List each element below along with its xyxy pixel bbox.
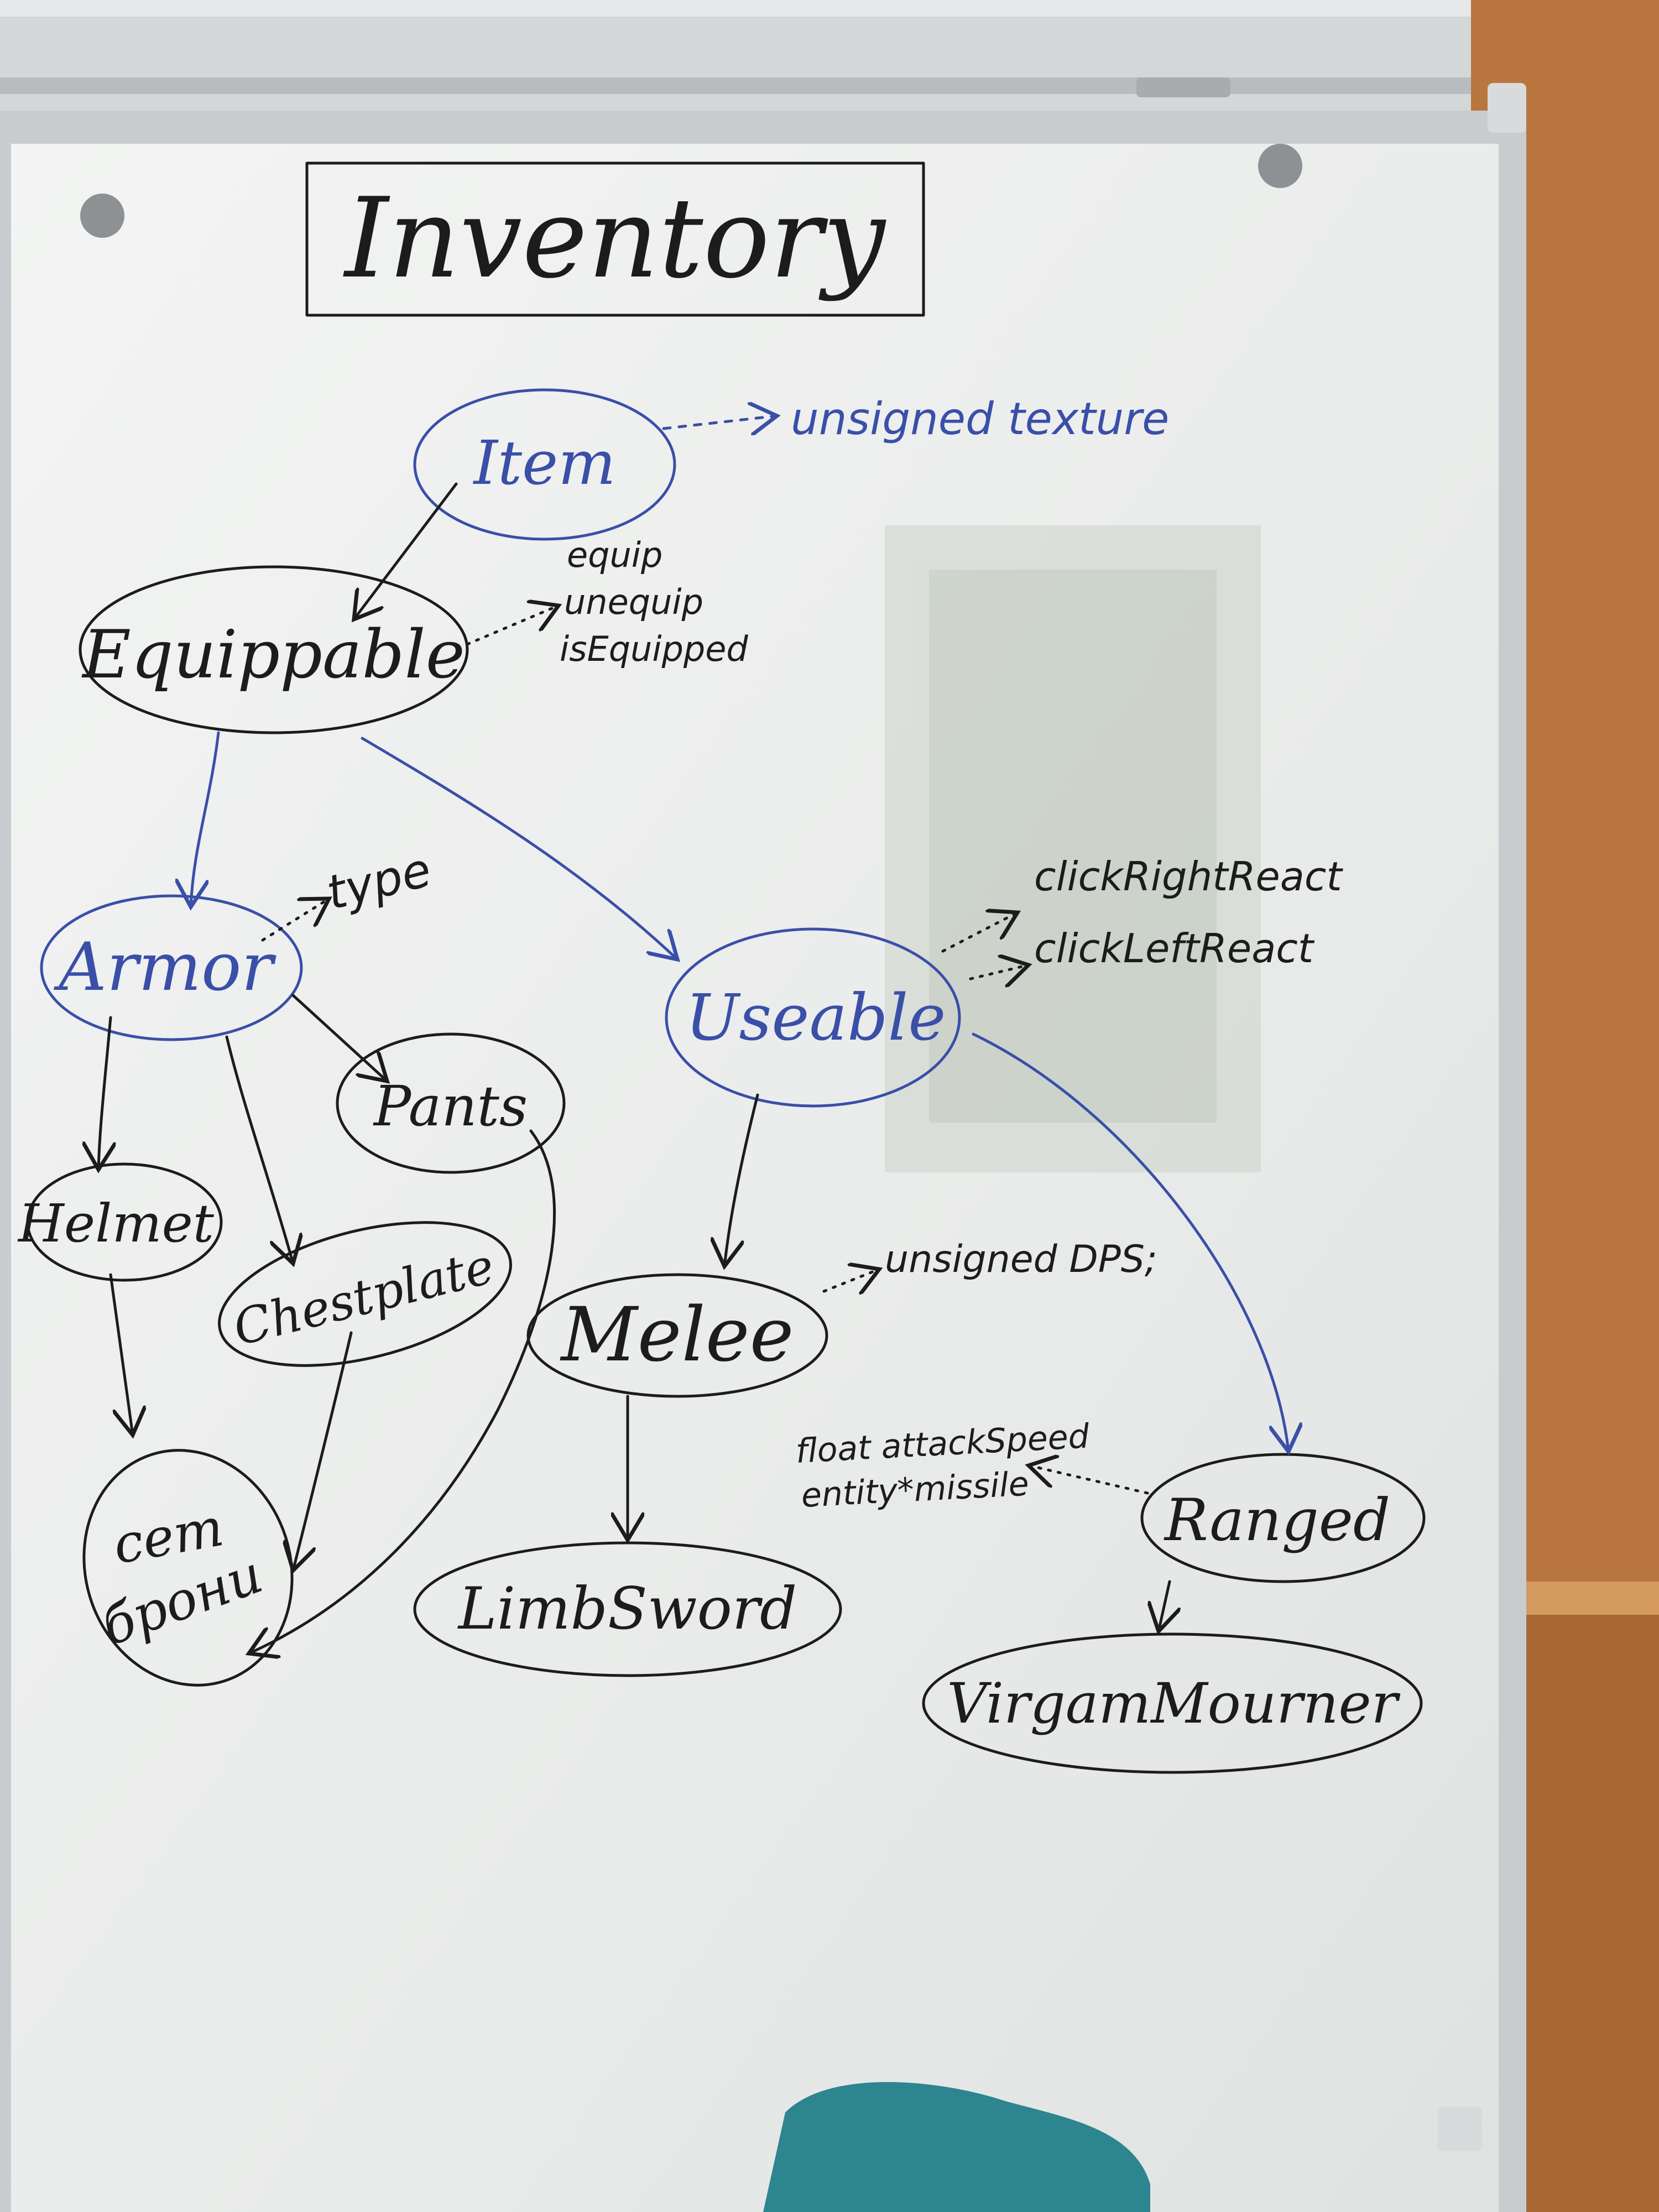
node-armor-set [82,1449,294,1687]
edge-pants-set [249,1129,556,1653]
node-item-label: Item [472,427,615,498]
corner-cap-bottom [1438,2107,1482,2151]
hinge-right [1136,77,1230,97]
node-equippable [79,565,469,734]
link-useable-clickright [941,912,1018,953]
eraser-cloth [763,2082,1150,2212]
link-ranged-attrs [1029,1465,1149,1495]
node-pants [336,1032,566,1174]
paper-rail [0,77,1471,94]
note-click-right: clickRightReact [1034,853,1344,900]
board-surface [11,144,1499,2212]
edge-armor-chestplate [225,1035,293,1264]
magnet-left [80,194,124,238]
link-useable-clickleft [969,965,1029,979]
node-chestplate [218,1221,512,1367]
node-equippable-label: Equippable [81,617,465,693]
edge-equippable-armor [191,731,220,907]
edge-chestplate-set [293,1331,353,1571]
node-pants-label: Pants [373,1074,528,1139]
node-useable [665,927,961,1108]
link-equippable-methods [466,606,559,646]
edge-ranged-virgammourner [1159,1580,1170,1631]
note-item-texture: unsigned texture [791,393,1169,445]
node-helmet [26,1162,223,1282]
note-click-left: clickLeftReact [1034,925,1315,972]
window-reflection [885,525,1261,1172]
node-useable-label: Useable [685,981,946,1055]
note-unequip: unequip [564,582,703,622]
edge-useable-ranged [972,1032,1288,1452]
edge-helmet-set [109,1273,133,1435]
note-isequipped: isEquipped [560,629,748,669]
edge-useable-melee [724,1093,759,1266]
note-equip: equip [567,535,662,575]
edge-item-equippable [354,482,458,619]
title-frame [305,161,925,317]
link-melee-dps [822,1269,879,1291]
node-melee [526,1273,828,1398]
node-armor [40,894,303,1041]
node-virgammourner-label: VirgamMourner [947,1671,1401,1736]
edge-armor-helmet [98,1016,111,1170]
node-helmet-label: Helmet [17,1193,215,1254]
node-limbsword-label: LimbSword [457,1575,797,1642]
link-item-texture [662,416,777,429]
paper-edge [0,0,1471,17]
edge-equippable-useable [361,737,677,959]
node-armor-label: Armor [53,929,276,1006]
link-armor-type [261,899,329,942]
note-melee-dps: unsigned DPS; [885,1238,1157,1281]
node-item [413,388,676,541]
node-melee-label: Melee [559,1291,794,1378]
magnet-right [1258,144,1302,188]
node-ranged-label: Ranged [1164,1486,1390,1554]
corner-cap-top [1488,83,1526,133]
edge-armor-pants [291,994,387,1081]
diagram-title: Inventory [342,174,886,303]
